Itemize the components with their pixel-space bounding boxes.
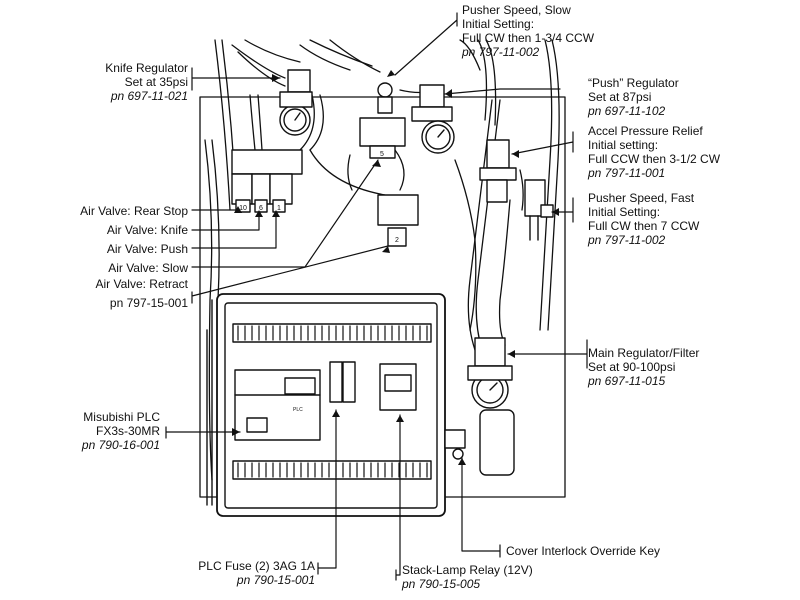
plc-unit: PLC xyxy=(234,369,321,441)
plc-pn: pn 790-16-001 xyxy=(81,438,160,452)
valve-number-6: 6 xyxy=(259,205,263,212)
label-accel-pressure-relief: Accel Pressure Relief Initial setting: F… xyxy=(588,124,720,180)
pusher-slow-pn: pn 797-11-002 xyxy=(462,45,540,59)
label-pusher-speed-slow: Pusher Speed, Slow Initial Setting: Full… xyxy=(462,3,594,59)
valve-number-5: 5 xyxy=(380,151,384,158)
label-air-valve-slow: Air Valve: Slow xyxy=(108,261,188,275)
main-reg-title: Main Regulator/Filter xyxy=(588,346,700,360)
label-plc-fuse: PLC Fuse (2) 3AG 1A pn 790-15-001 xyxy=(198,559,315,587)
callout-leaders xyxy=(165,12,588,581)
label-air-valve-knife: Air Valve: Knife xyxy=(106,223,188,237)
valve-number-10: 10 xyxy=(239,205,247,212)
accel-pressure-relief xyxy=(479,139,517,203)
knife-reg-setting: Set at 35psi xyxy=(124,75,188,89)
label-air-valve-push: Air Valve: Push xyxy=(106,242,188,256)
push-reg-pn: pn 697-11-102 xyxy=(588,104,666,118)
plc-model: FX3s-30MR xyxy=(95,424,160,438)
label-main-regulator: Main Regulator/Filter Set at 90-100psi p… xyxy=(588,346,699,388)
push-reg-setting: Set at 87psi xyxy=(588,90,652,104)
enclosure-inner-panel xyxy=(224,302,438,509)
pusher-fast-pn: pn 797-11-002 xyxy=(588,233,666,247)
knife-reg-pn: pn 697-11-021 xyxy=(110,89,188,103)
plc-fuse-pn: pn 790-15-001 xyxy=(236,573,315,587)
stack-lamp-relay xyxy=(379,363,417,411)
knife-reg-title: Knife Regulator xyxy=(105,61,188,75)
label-cover-interlock-key: Cover Interlock Override Key xyxy=(506,544,661,558)
terminal-strip-top xyxy=(232,323,432,343)
stack-relay-pn: pn 790-15-005 xyxy=(402,577,481,591)
pusher-fast-line2: Initial Setting: xyxy=(588,205,661,219)
valve-number-2: 2 xyxy=(395,237,399,244)
accel-title: Accel Pressure Relief xyxy=(588,124,703,138)
cover-interlock-key xyxy=(444,429,466,460)
accel-pn: pn 797-11-001 xyxy=(588,166,666,180)
plc-title: Misubishi PLC xyxy=(83,410,160,424)
terminal-strip-bottom xyxy=(232,460,432,480)
label-air-valve-rear-stop: Air Valve: Rear Stop xyxy=(80,204,188,218)
pusher-fast-line3: Full CW then 7 CCW xyxy=(588,219,700,233)
knife-regulator xyxy=(279,69,313,136)
main-reg-pn: pn 697-11-015 xyxy=(588,374,666,388)
pusher-speed-slow-valve xyxy=(377,82,393,114)
pusher-slow-title: Pusher Speed, Slow xyxy=(462,3,571,17)
enclosure-hinge xyxy=(206,299,213,506)
label-knife-regulator: Knife Regulator Set at 35psi pn 697-11-0… xyxy=(105,61,188,103)
air-valve-manifold: 10 6 1 5 2 xyxy=(231,117,419,247)
main-regulator-filter xyxy=(467,337,515,476)
plc-fuse-title: PLC Fuse (2) 3AG 1A xyxy=(198,559,315,573)
pusher-slow-line2: Initial Setting: xyxy=(462,17,535,31)
label-stack-lamp-relay: Stack-Lamp Relay (12V) pn 790-15-005 xyxy=(402,563,533,591)
label-air-valve-pn: pn 797-15-001 xyxy=(109,296,188,310)
label-air-valve-retract: Air Valve: Retract xyxy=(95,277,188,291)
stack-relay-title: Stack-Lamp Relay (12V) xyxy=(402,563,533,577)
callout-arrowheads xyxy=(232,70,559,465)
label-plc: Misubishi PLC FX3s-30MR pn 790-16-001 xyxy=(82,410,160,452)
pusher-fast-title: Pusher Speed, Fast xyxy=(588,191,695,205)
push-regulator xyxy=(411,84,455,154)
label-push-regulator: “Push” Regulator Set at 87psi pn 697-11-… xyxy=(588,76,679,118)
accel-line2: Initial setting: xyxy=(588,138,659,152)
pusher-speed-fast-valve xyxy=(524,179,554,241)
accel-line3: Full CCW then 3-1/2 CW xyxy=(588,152,721,166)
label-pusher-speed-fast: Pusher Speed, Fast Initial Setting: Full… xyxy=(588,191,699,247)
valve-number-1: 1 xyxy=(277,205,281,212)
main-reg-setting: Set at 90-100psi xyxy=(588,360,676,374)
pusher-slow-line3: Full CW then 1-3/4 CCW xyxy=(462,31,595,45)
plc-fuse-holders xyxy=(329,361,356,403)
plc-badge: PLC xyxy=(293,407,303,413)
push-reg-title: “Push” Regulator xyxy=(588,76,679,90)
